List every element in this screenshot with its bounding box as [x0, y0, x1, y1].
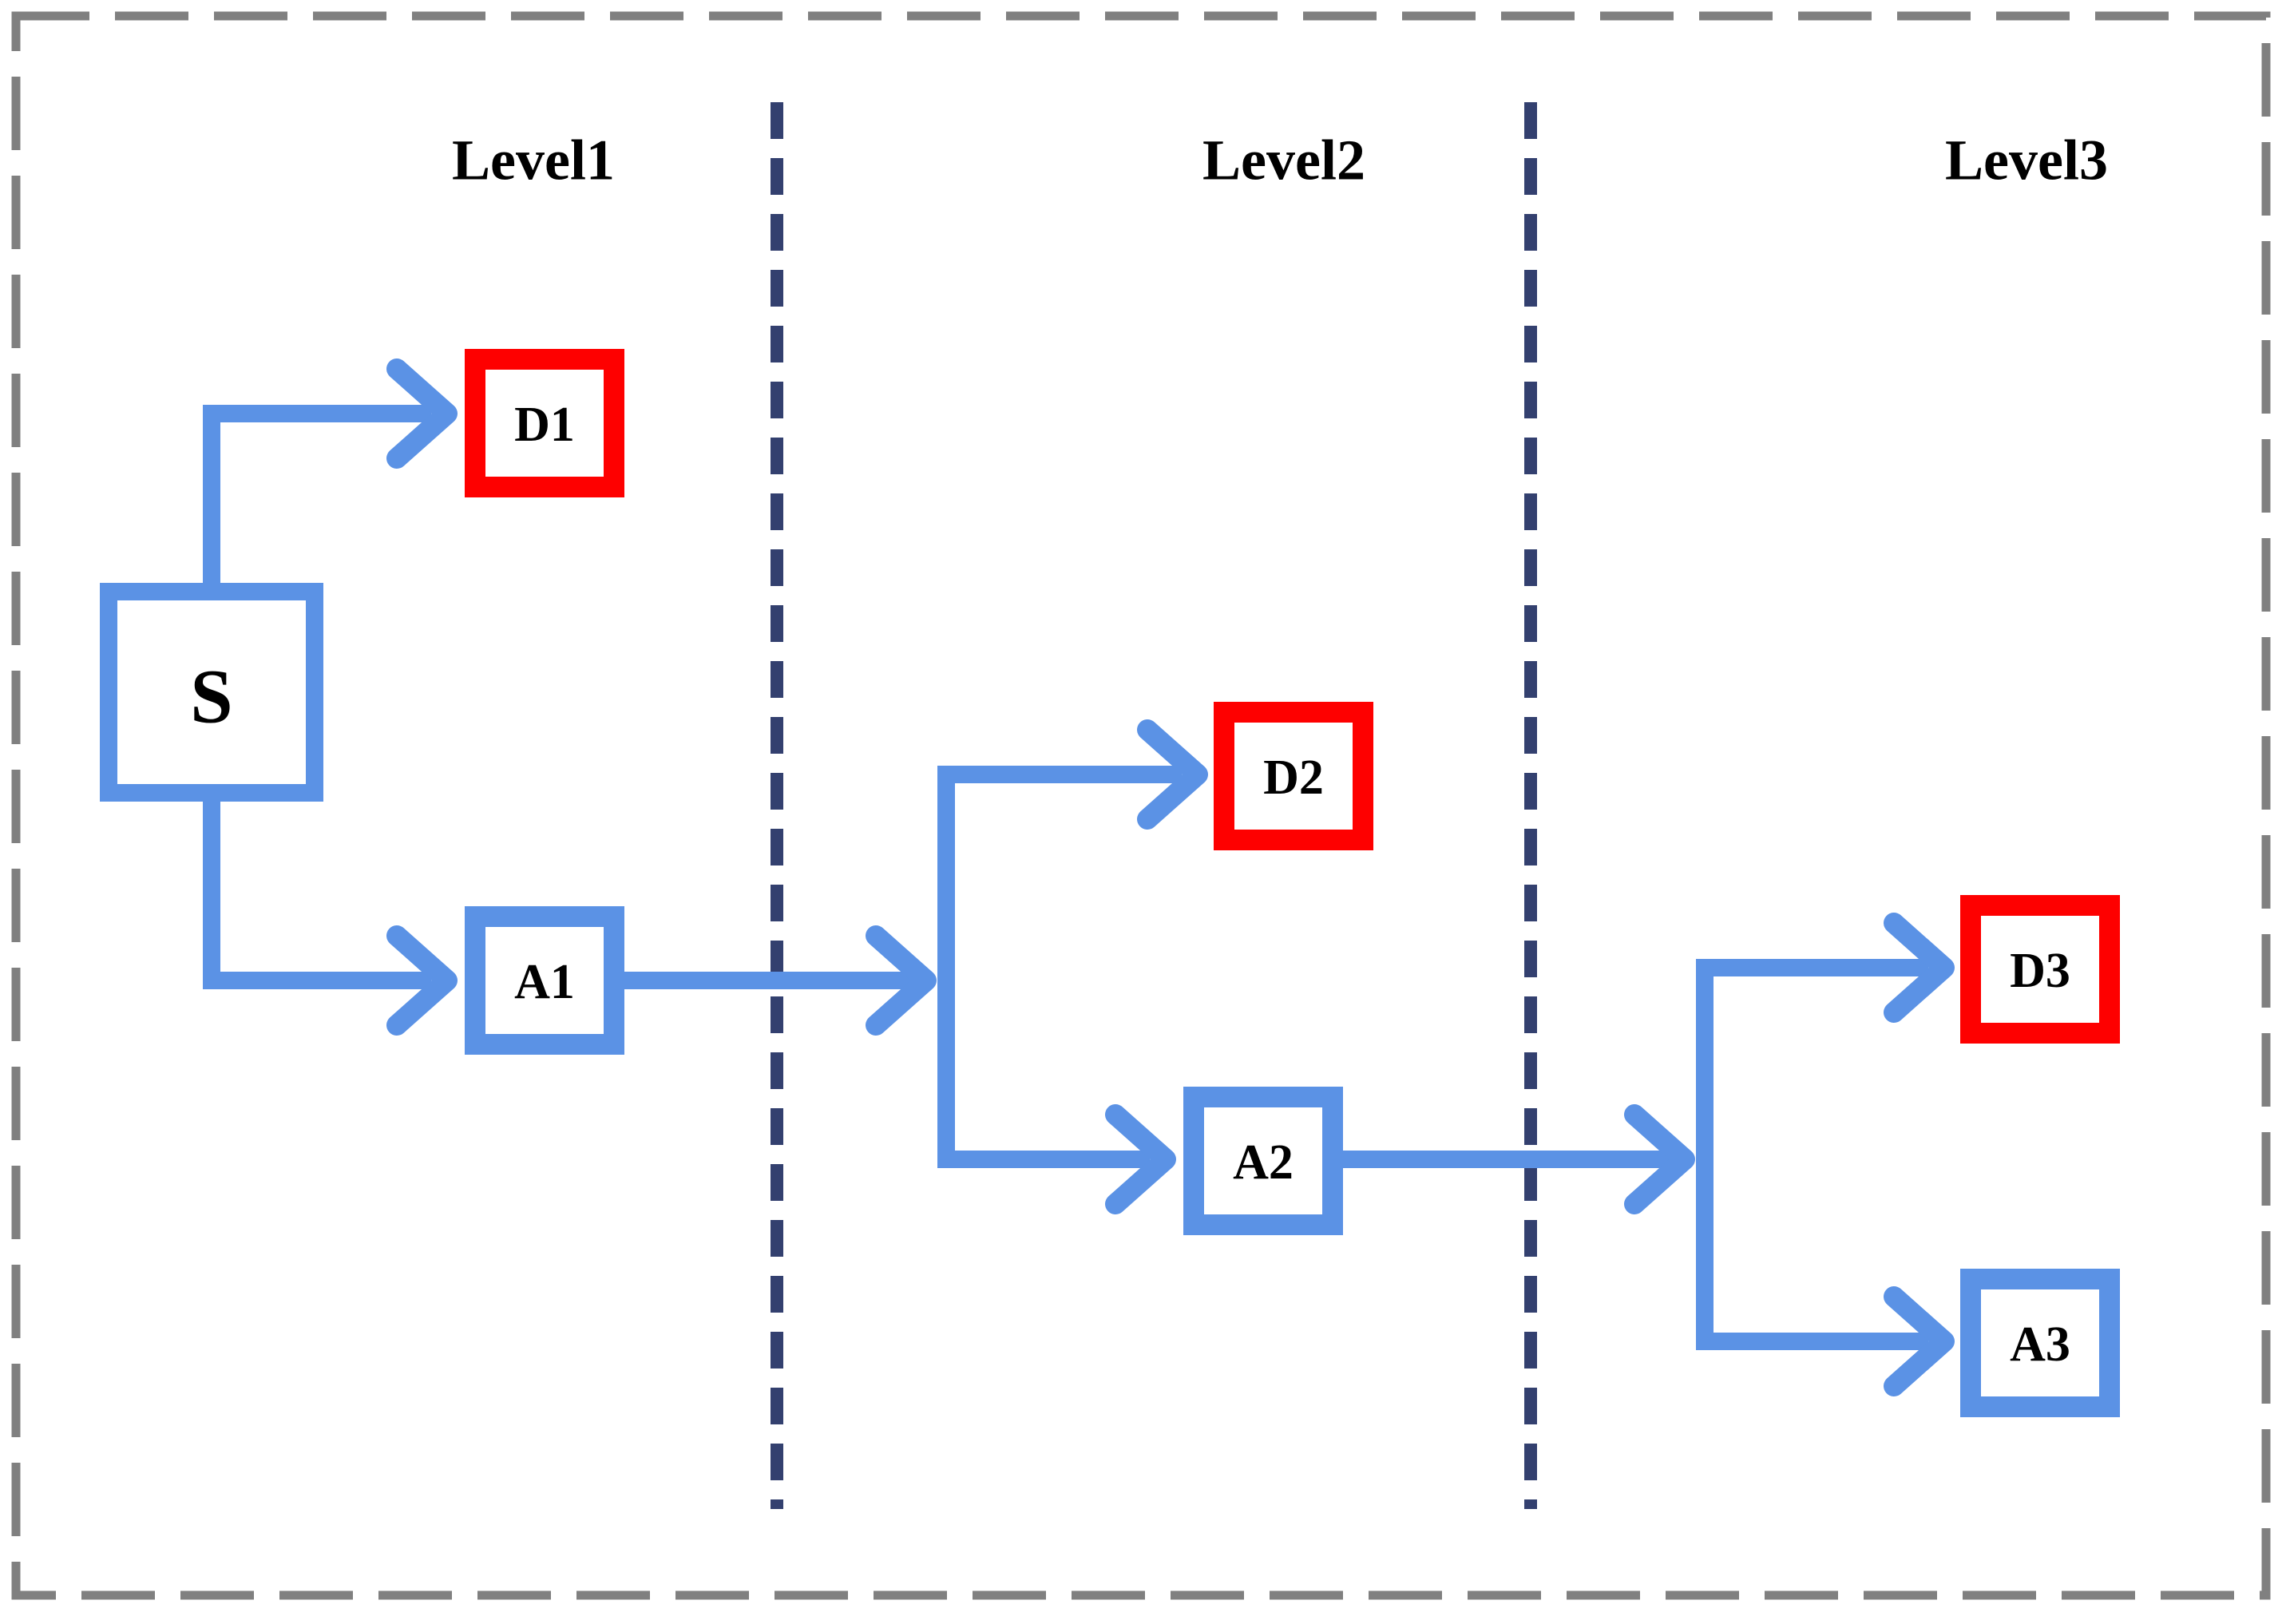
node-d3-label: D3	[2010, 944, 2070, 998]
edge-split2-to-a2-line	[937, 980, 1150, 1168]
node-a2[interactable]: A2	[1183, 1087, 1343, 1235]
arrow-head-split2-icon	[866, 925, 937, 1036]
edge-split3-to-d3-line	[1696, 959, 1928, 1159]
node-d1-box[interactable]	[465, 349, 624, 497]
arrow-head-d1-icon	[386, 358, 458, 469]
edge-split2-to-d2	[937, 719, 1208, 980]
arrow-head-d3-icon	[1884, 913, 1955, 1023]
node-d2-box[interactable]	[1214, 702, 1373, 850]
edge-split2-to-d2-line	[937, 766, 1182, 980]
level2-label: Level2	[1202, 129, 1365, 192]
edge-split3-to-d3	[1696, 913, 1955, 1159]
node-d3-box[interactable]	[1960, 895, 2120, 1044]
edge-s-to-d1-line	[203, 405, 431, 587]
node-a1-box[interactable]	[465, 906, 624, 1055]
edge-s-to-d1	[203, 358, 458, 587]
node-d3[interactable]: D3	[1960, 895, 2120, 1044]
node-d1-label: D1	[514, 398, 575, 452]
edge-a1-to-split2	[622, 925, 937, 1036]
node-s[interactable]: S	[100, 583, 323, 802]
level3-label: Level3	[1945, 129, 2108, 192]
arrow-head-split3-icon	[1624, 1104, 1695, 1214]
edge-split2-to-a2	[937, 980, 1176, 1214]
edge-a2-to-split3	[1343, 1104, 1695, 1214]
outer-dashed-frame	[11, 11, 2271, 1600]
edge-s-to-a1	[203, 798, 458, 1036]
node-a3-label: A3	[2010, 1317, 2070, 1372]
node-d2-label: D2	[1263, 751, 1324, 805]
arrow-head-a3-icon	[1884, 1286, 1955, 1396]
node-a3[interactable]: A3	[1960, 1269, 2120, 1417]
edge-split3-to-a3-line	[1696, 1159, 1928, 1350]
node-s-label: S	[190, 654, 232, 739]
node-a1[interactable]: A1	[465, 906, 624, 1055]
arrow-head-d2-icon	[1137, 719, 1208, 830]
arrow-head-a2-icon	[1105, 1104, 1176, 1214]
node-d1[interactable]: D1	[465, 349, 624, 497]
arrow-head-a1-icon	[386, 925, 458, 1036]
level1-label: Level1	[452, 129, 615, 192]
edge-s-to-a1-line	[203, 798, 431, 989]
node-a1-label: A1	[514, 955, 575, 1009]
node-a3-box[interactable]	[1960, 1269, 2120, 1417]
node-a2-label: A2	[1233, 1135, 1294, 1190]
node-s-box[interactable]	[100, 583, 323, 802]
edge-split3-to-a3	[1696, 1159, 1955, 1396]
node-a2-box[interactable]	[1183, 1087, 1343, 1235]
node-d2[interactable]: D2	[1214, 702, 1373, 850]
